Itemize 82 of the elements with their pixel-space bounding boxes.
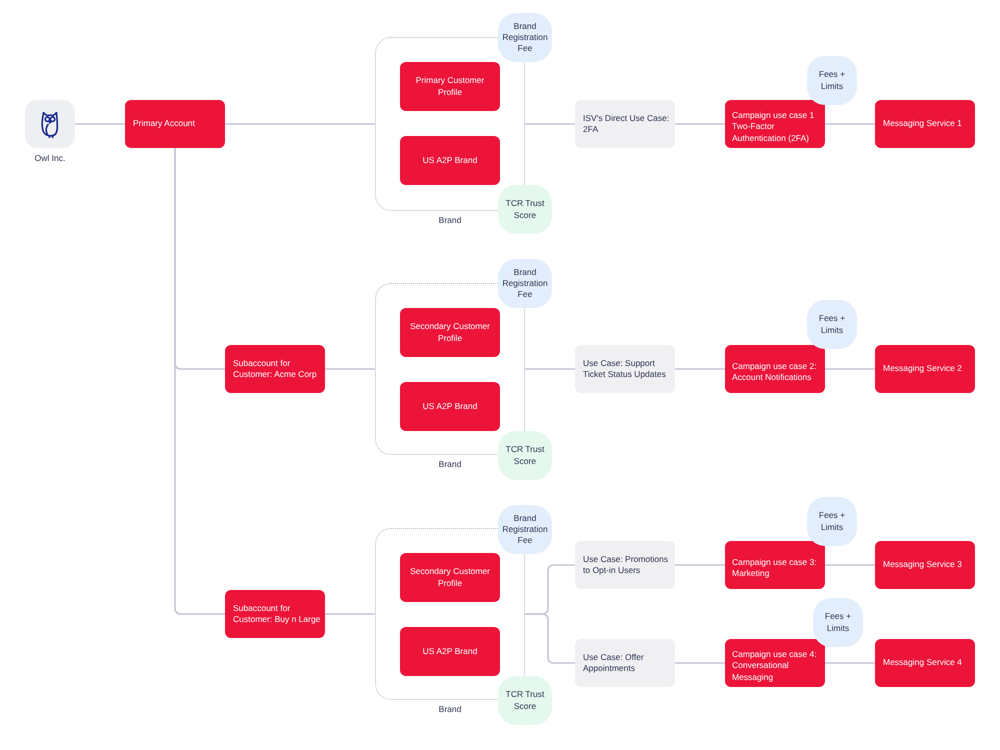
node-text: US A2P Brand: [422, 154, 478, 166]
node-text: Campaign use case 2: Account Notifications: [732, 360, 818, 384]
use-case-box: [575, 541, 675, 589]
info-bubble: [498, 505, 552, 554]
connector-line: [825, 564, 875, 566]
node-text: Brand Registration Fee: [501, 266, 549, 300]
info-bubble: [807, 300, 857, 349]
node-text: US A2P Brand: [422, 646, 478, 658]
node-text: Fees + Limits: [818, 69, 846, 92]
node-text: TCR Trust Score: [504, 689, 546, 712]
connector-line: [525, 368, 575, 370]
process-box: [875, 100, 975, 148]
node-text: TCR Trust Score: [504, 444, 546, 467]
process-box: [725, 541, 825, 589]
connector-line: [675, 368, 725, 370]
group-label: Brand: [438, 459, 462, 470]
node-text: Messaging Service 2: [883, 363, 962, 375]
node-text: Fees + Limits: [824, 611, 852, 634]
process-box: [225, 590, 325, 638]
info-bubble: [807, 56, 857, 105]
info-bubble: [498, 431, 552, 480]
process-box: [875, 345, 975, 393]
connector-line: [825, 368, 875, 370]
process-box: [400, 308, 500, 357]
node-text: Secondary Customer Profile: [409, 321, 491, 344]
node-text: Use Case: Support Ticket Status Updates: [583, 358, 667, 380]
connector-line: [675, 123, 725, 125]
node-text: Fees + Limits: [818, 313, 846, 336]
info-bubble: [498, 259, 552, 308]
connector-line: [525, 123, 575, 125]
connector-line: [825, 123, 875, 125]
info-bubble: [498, 185, 552, 234]
process-box: [875, 541, 975, 589]
connector-line: [325, 613, 375, 615]
node-text: Fees + Limits: [818, 510, 846, 533]
process-box: [400, 553, 500, 602]
process-box: [125, 100, 225, 148]
group-label: Brand: [438, 215, 462, 226]
node-text: TCR Trust Score: [504, 198, 546, 221]
info-bubble: [807, 497, 857, 546]
connector-line: [75, 123, 125, 125]
info-bubble: [813, 598, 863, 647]
process-box: [225, 345, 325, 393]
node-text: US A2P Brand: [422, 400, 478, 412]
process-box: [400, 136, 500, 185]
company-name: Owl Inc.: [34, 153, 66, 164]
node-text: Subaccount for Customer: Acme Corp: [233, 358, 318, 380]
connector-line: [325, 368, 375, 370]
use-case-box: [575, 345, 675, 393]
use-case-box: [575, 639, 675, 687]
node-text: Primary Account: [133, 118, 195, 130]
connector-line: [825, 662, 875, 664]
connector-line: [225, 123, 375, 125]
node-text: Messaging Service 4: [883, 657, 962, 669]
process-box: [400, 62, 500, 111]
use-case-box: [575, 100, 675, 148]
node-text: Brand Registration Fee: [501, 512, 549, 546]
node-text: Brand Registration Fee: [501, 20, 549, 54]
connector-line: [675, 662, 725, 664]
process-box: [725, 345, 825, 393]
info-bubble: [498, 676, 552, 725]
node-text: Secondary Customer Profile: [409, 566, 491, 589]
node-text: Campaign use case 1 Two-Factor Authentication (2FA): [732, 110, 816, 144]
process-box: [400, 627, 500, 676]
process-box: [725, 639, 825, 687]
node-text: Subaccount for Customer: Buy n Large: [233, 602, 321, 626]
process-box: [400, 382, 500, 431]
node-text: Use Case: Promotions to Opt-in Users: [583, 554, 670, 576]
node-text: Campaign use case 4: Conversational Messaging: [732, 649, 818, 683]
node-text: Use Case: Offer Appointments: [583, 652, 645, 674]
node-text: ISV's Direct Use Case: 2FA: [583, 112, 670, 136]
node-text: Campaign use case 3: Marketing: [732, 556, 818, 580]
connector-line: [525, 613, 575, 664]
node-text: Primary Customer Profile: [414, 75, 486, 98]
node-text: Messaging Service 3: [883, 559, 962, 571]
info-bubble: [498, 13, 552, 62]
process-box: [875, 639, 975, 687]
group-label: Brand: [438, 704, 462, 716]
node-text: Messaging Service 1: [883, 118, 962, 130]
connector-line: [675, 564, 725, 566]
process-box: [725, 100, 825, 148]
connector-line: [174, 148, 225, 615]
